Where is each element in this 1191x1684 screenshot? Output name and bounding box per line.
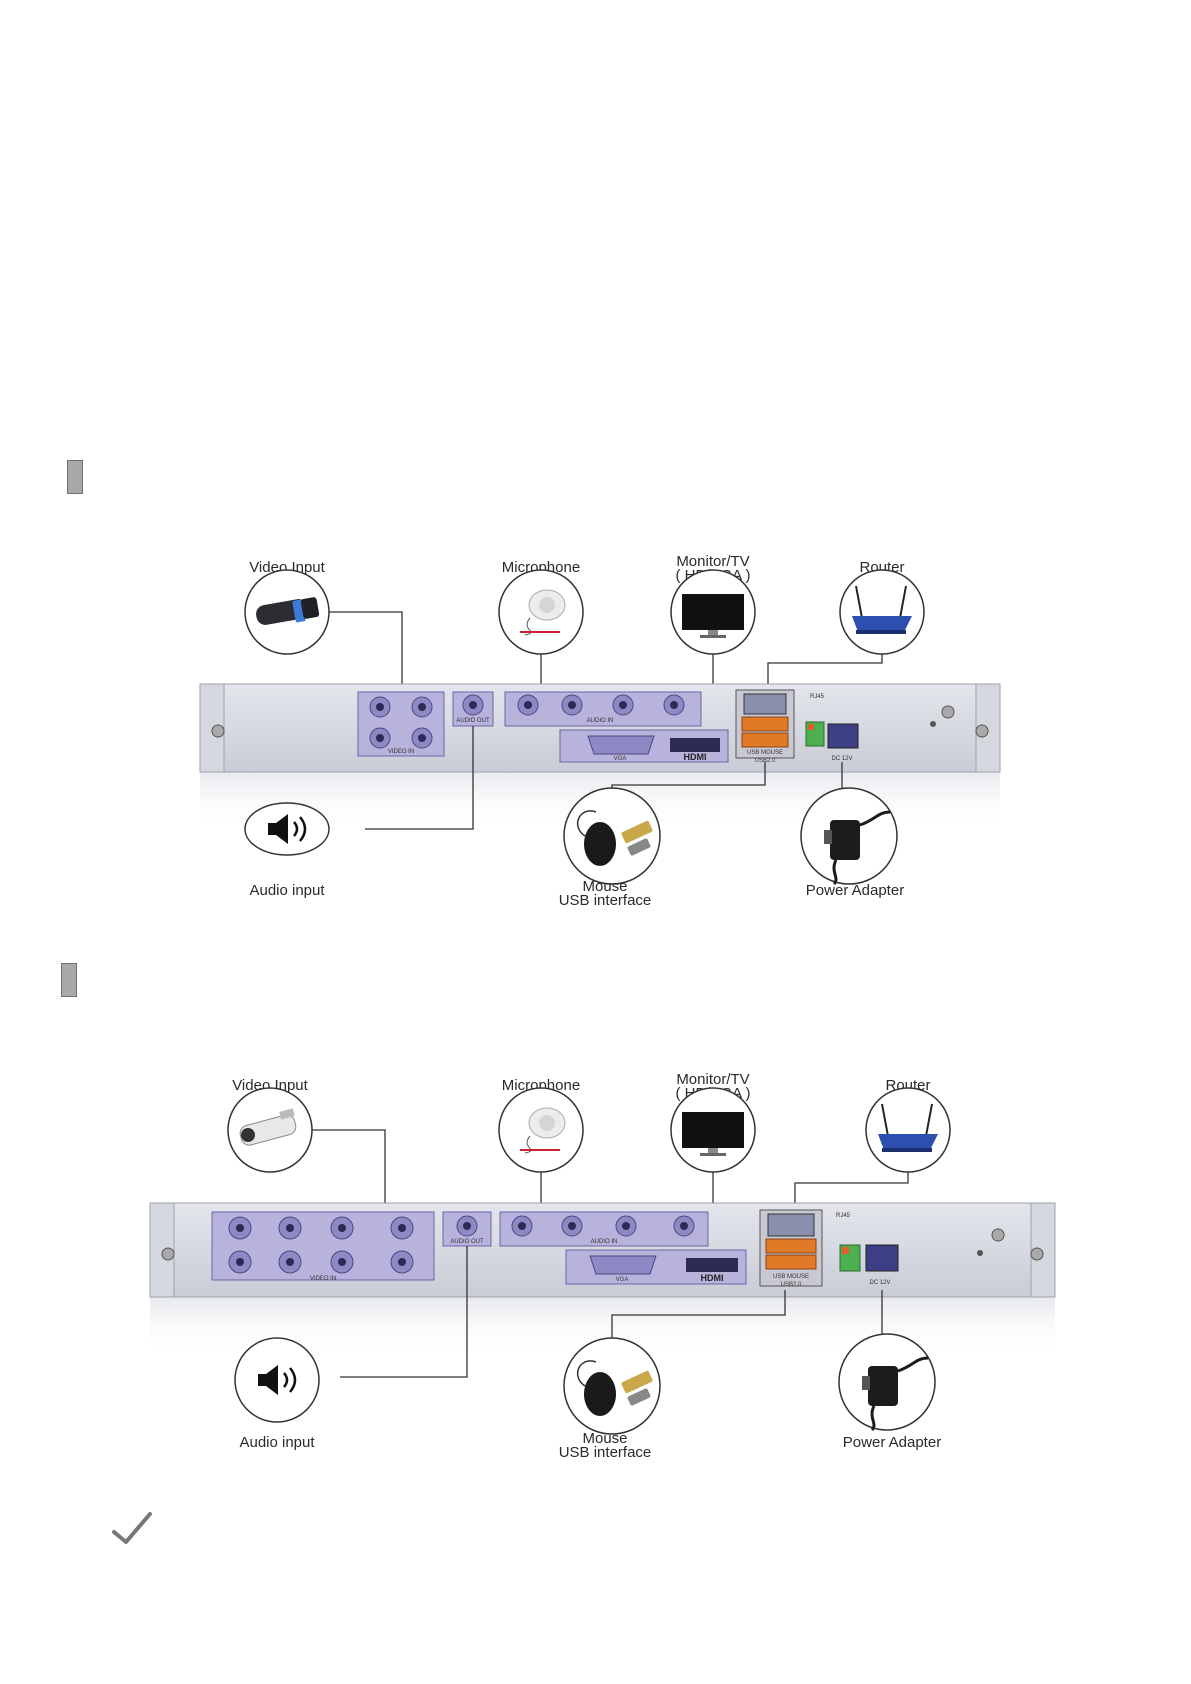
power-adapter-icon: [838, 1333, 936, 1432]
power-adapter-icon: [800, 787, 898, 886]
mouse-label-line1: Mouse: [582, 878, 627, 895]
mouse-label-line2: USB interface: [559, 892, 652, 909]
microphone-label: Microphone: [502, 559, 580, 576]
audio-input-label: Audio input: [239, 1434, 315, 1451]
audio-out-text: AUDIO OUT: [456, 718, 490, 724]
microphone-icon: [498, 569, 584, 655]
camera-icon: [227, 1087, 313, 1173]
audio-input-connector: [365, 726, 474, 830]
video-in-text: VIDEO IN: [310, 1276, 336, 1282]
vga-text: VGA: [616, 1277, 629, 1283]
monitor-label-line1: Monitor/TV: [676, 1071, 749, 1088]
power-adapter-label: Power Adapter: [843, 1434, 941, 1451]
microphone-label: Microphone: [502, 1077, 580, 1094]
usb-text: USB2.0: [755, 758, 776, 764]
speaker-icon: [234, 1337, 320, 1423]
mouse-icon: [563, 1337, 661, 1435]
video-input-connector: [329, 611, 403, 690]
mouse-connector: [611, 1290, 786, 1338]
usb-mouse-text: USB MOUSE: [747, 750, 783, 756]
video-in-text: VIDEO IN: [388, 749, 414, 755]
audio-in-text: AUDIO IN: [587, 718, 614, 724]
mouse-icon: [563, 787, 661, 885]
monitor-icon: [670, 569, 756, 655]
mouse-label-line2: USB interface: [559, 1444, 652, 1461]
hdmi-text: HDMI: [684, 752, 707, 762]
router-icon: [865, 1087, 951, 1173]
audio-out-text: AUDIO OUT: [450, 1239, 484, 1245]
video-input-connector: [312, 1129, 386, 1210]
section-marker-icon: [67, 460, 83, 494]
audio-in-text: AUDIO IN: [591, 1239, 618, 1245]
router-connector: [794, 1172, 909, 1210]
video-input-label: Video Input: [232, 1077, 308, 1094]
audio-input-connector: [340, 1246, 468, 1378]
power-adapter-label: Power Adapter: [806, 882, 904, 899]
audio-input-label: Audio input: [249, 882, 325, 899]
video-input-label: Video Input: [249, 559, 325, 576]
router-connector: [767, 654, 883, 690]
checkmark-icon: [112, 1512, 152, 1544]
dvr-8ch-rear-panel: VIDEO IN AUDIO OUT AUDIO IN VGA HDMI RJ4…: [149, 1202, 1056, 1298]
router-icon: [839, 569, 925, 655]
rj45-text: RJ45: [810, 694, 825, 700]
hdmi-text: HDMI: [701, 1273, 724, 1283]
dc-text: DC 12V: [869, 1280, 890, 1286]
dc-text: DC 12V: [831, 756, 852, 762]
usb-mouse-text: USB MOUSE: [773, 1274, 809, 1280]
monitor-icon: [670, 1087, 756, 1173]
rj45-text: RJ45: [836, 1213, 851, 1219]
speaker-icon: [244, 802, 330, 856]
mouse-label-line1: Mouse: [582, 1430, 627, 1447]
usb-text: USB2.0: [781, 1282, 802, 1288]
microphone-icon: [498, 1087, 584, 1173]
section-marker-icon: [61, 963, 77, 997]
monitor-label-line1: Monitor/TV: [676, 553, 749, 570]
dvr-4ch-rear-panel: VIDEO IN AUDIO OUT AUDIO IN VGA HDMI RJ4…: [199, 683, 1001, 773]
vga-text: VGA: [614, 756, 627, 762]
